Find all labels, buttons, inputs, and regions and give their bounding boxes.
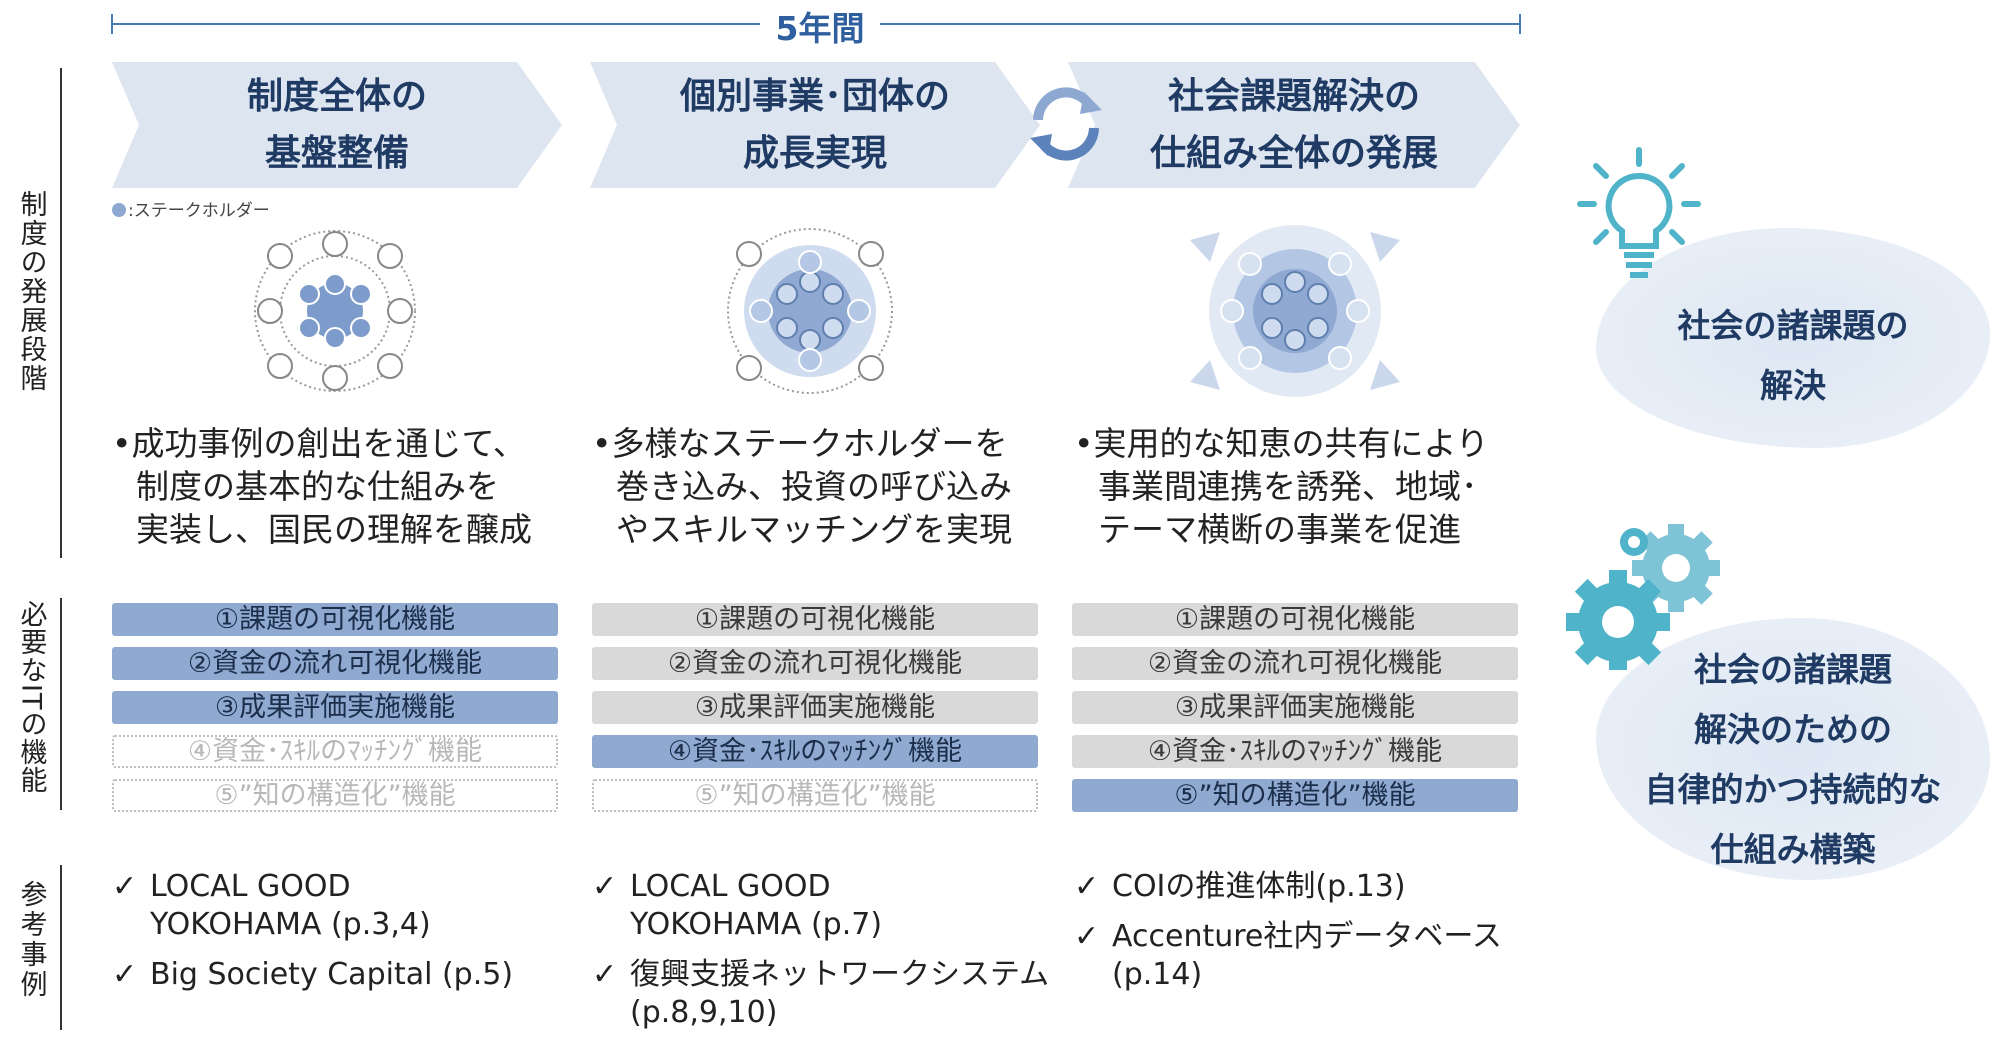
references-3: ✓ COIの推進体制(p.13) ✓ Accenture社内データベース (p.14… bbox=[1074, 868, 1544, 1006]
description-1-line-1: 成功事例の創出を通じて、 bbox=[131, 424, 526, 463]
reference-text: 復興支援ネットワークシステム (p.8,9,10) bbox=[630, 957, 1050, 1030]
gears-icon bbox=[1566, 524, 1720, 670]
side-label-it: 必要なITの機能 bbox=[14, 600, 48, 802]
description-3-line-2: 事業間連携を誘発、地域･ bbox=[1098, 467, 1478, 506]
function-box: ⑤”知の構造化”機能 bbox=[1072, 779, 1518, 812]
function-box: ①課題の可視化機能 bbox=[112, 603, 558, 636]
timeline-end-tick bbox=[1519, 14, 1521, 34]
side-label-ref: 参考事例 bbox=[14, 880, 48, 1008]
check-icon: ✓ bbox=[592, 957, 618, 992]
function-box: ②資金の流れ可視化機能 bbox=[112, 647, 558, 680]
phase-arrow-3: 社会課題解決の仕組み全体の発展 bbox=[1068, 62, 1520, 188]
references-1: ✓ LOCAL GOOD YOKOHAMA (p.3,4) ✓ Big Societ… bbox=[112, 868, 582, 1006]
description-3-line-3: テーマ横断の事業を促進 bbox=[1098, 510, 1461, 549]
reference-item: ✓ Accenture社内データベース (p.14) bbox=[1074, 918, 1544, 994]
cycle-icon bbox=[1030, 87, 1102, 161]
goal-1-line-2: 解決 bbox=[1760, 366, 1826, 405]
phase-3-line2: 仕組み全体の発展 bbox=[1149, 133, 1438, 174]
stakeholder-diagram-2 bbox=[727, 228, 893, 394]
references-2: ✓ LOCAL GOOD YOKOHAMA (p.7) ✓ 復興支援ネットワークシス… bbox=[592, 868, 1062, 1038]
function-box: ⑤”知の構造化”機能 bbox=[592, 779, 1038, 812]
side-rule-it bbox=[60, 598, 62, 810]
reference-text: Big Society Capital (p.5) bbox=[150, 957, 514, 992]
description-1-line-3: 実装し、国民の理解を醸成 bbox=[136, 510, 532, 549]
goal-1-text: 社会の諸課題の 解決 bbox=[1616, 296, 1970, 416]
description-1: •成功事例の創出を通じて、 制度の基本的な仕組みを 実装し、国民の理解を醸成 bbox=[112, 422, 572, 551]
description-2: •多様なステークホルダーを 巻き込み、投資の呼び込み やスキルマッチングを実現 bbox=[592, 422, 1052, 551]
description-2-line-3: やスキルマッチングを実現 bbox=[616, 510, 1012, 549]
reference-text: LOCAL GOOD YOKOHAMA (p.3,4) bbox=[150, 869, 431, 942]
function-box: ①課題の可視化機能 bbox=[592, 603, 1038, 636]
phase-arrow-1: 制度全体の基盤整備 bbox=[112, 62, 562, 188]
function-box: ④資金･ｽｷﾙのﾏｯﾁﾝｸﾞ機能 bbox=[592, 735, 1038, 768]
goal-2-blob bbox=[1596, 618, 1990, 880]
phase-2-line2: 成長実現 bbox=[742, 133, 887, 174]
reference-item: ✓ LOCAL GOOD YOKOHAMA (p.3,4) bbox=[112, 868, 582, 944]
stakeholder-diagram-1 bbox=[254, 230, 416, 392]
reference-item: ✓ COIの推進体制(p.13) bbox=[1074, 868, 1544, 906]
stakeholder-dot-icon bbox=[112, 203, 126, 217]
description-3-line-1: 実用的な知恵の共有により bbox=[1093, 424, 1489, 463]
goal-2-line-2: 解決のための bbox=[1694, 710, 1892, 749]
side-label-ref-text: 参考事例 bbox=[15, 880, 47, 1000]
function-box: ③成果評価実施機能 bbox=[112, 691, 558, 724]
function-box: ④資金･ｽｷﾙのﾏｯﾁﾝｸﾞ機能 bbox=[112, 735, 558, 768]
function-box: ①課題の可視化機能 bbox=[1072, 603, 1518, 636]
side-label-stage-text: 制度の発展段階 bbox=[15, 190, 47, 393]
function-box: ③成果評価実施機能 bbox=[592, 691, 1038, 724]
reference-text: COIの推進体制(p.13) bbox=[1112, 869, 1406, 904]
legend: :ステークホルダー bbox=[112, 196, 270, 221]
reference-text: Accenture社内データベース (p.14) bbox=[1112, 919, 1502, 992]
reference-item: ✓ LOCAL GOOD YOKOHAMA (p.7) bbox=[592, 868, 1062, 944]
function-box: ④資金･ｽｷﾙのﾏｯﾁﾝｸﾞ機能 bbox=[1072, 735, 1518, 768]
legend-text: :ステークホルダー bbox=[128, 201, 270, 221]
description-3-bullet: • bbox=[1074, 424, 1094, 463]
phase-1-line2: 基盤整備 bbox=[264, 133, 409, 174]
reference-text: LOCAL GOOD YOKOHAMA (p.7) bbox=[630, 869, 883, 942]
side-rule-stage bbox=[60, 68, 62, 558]
timeline-label: 5年間 bbox=[760, 2, 880, 50]
description-2-line-2: 巻き込み、投資の呼び込み bbox=[616, 467, 1012, 506]
goal-2-line-1: 社会の諸課題 bbox=[1694, 650, 1892, 689]
goal-2-line-3: 自律的かつ持続的な bbox=[1644, 770, 1942, 809]
check-icon: ✓ bbox=[112, 869, 138, 904]
goal-1-blob bbox=[1596, 228, 1990, 448]
phase-3-line1: 社会課題解決の bbox=[1167, 76, 1420, 117]
side-label-it-text: 必要なITの機能 bbox=[15, 600, 47, 795]
description-2-bullet: • bbox=[592, 424, 612, 463]
description-2-line-1: 多様なステークホルダーを bbox=[611, 424, 1008, 463]
goal-1-line-1: 社会の諸課題の bbox=[1677, 306, 1909, 345]
lightbulb-icon bbox=[1577, 147, 1701, 278]
reference-item: ✓ Big Society Capital (p.5) bbox=[112, 956, 582, 994]
phase-2-line1: 個別事業･団体の bbox=[679, 76, 950, 117]
function-box: ②資金の流れ可視化機能 bbox=[592, 647, 1038, 680]
stakeholder-diagram-3 bbox=[1190, 225, 1400, 397]
function-box: ⑤”知の構造化”機能 bbox=[112, 779, 558, 812]
side-rule-ref bbox=[60, 865, 62, 1030]
phase-1-line1: 制度全体の bbox=[246, 76, 427, 117]
description-1-bullet: • bbox=[112, 424, 132, 463]
check-icon: ✓ bbox=[1074, 919, 1100, 954]
goal-2-line-4: 仕組み構築 bbox=[1710, 830, 1876, 869]
check-icon: ✓ bbox=[112, 957, 138, 992]
phase-arrow-2: 個別事業･団体の成長実現 bbox=[590, 62, 1040, 188]
reference-item: ✓ 復興支援ネットワークシステム (p.8,9,10) bbox=[592, 956, 1062, 1032]
description-1-line-2: 制度の基本的な仕組みを bbox=[136, 467, 499, 506]
check-icon: ✓ bbox=[1074, 869, 1100, 904]
side-label-stage: 制度の発展段階 bbox=[14, 190, 48, 401]
check-icon: ✓ bbox=[592, 869, 618, 904]
goal-2-text: 社会の諸課題 解決のための 自律的かつ持続的な 仕組み構築 bbox=[1596, 640, 1990, 880]
description-3: •実用的な知恵の共有により 事業間連携を誘発、地域･ テーマ横断の事業を促進 bbox=[1074, 422, 1534, 551]
function-box: ②資金の流れ可視化機能 bbox=[1072, 647, 1518, 680]
function-box: ③成果評価実施機能 bbox=[1072, 691, 1518, 724]
